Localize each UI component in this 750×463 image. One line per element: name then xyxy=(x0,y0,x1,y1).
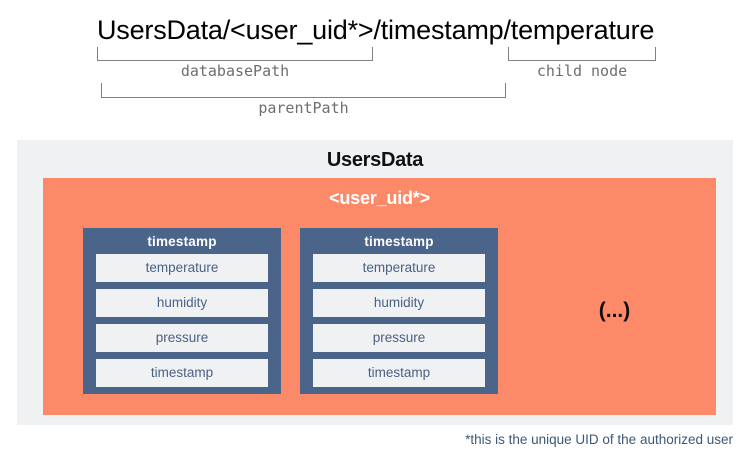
timestamp-node-column: timestamp temperature humidity pressure … xyxy=(83,228,281,394)
child-node-label: child node xyxy=(536,62,628,80)
child-node-bracket xyxy=(508,47,656,61)
timestamp-node-column: timestamp temperature humidity pressure … xyxy=(300,228,498,394)
parent-path-label: parentPath xyxy=(258,99,349,117)
database-path-expression: UsersData/<user_uid*>/timestamp/temperat… xyxy=(97,13,657,47)
field-humidity: humidity xyxy=(313,289,485,317)
users-data-root-panel: UsersData <user_uid*> timestamp temperat… xyxy=(17,140,733,425)
timestamp-node-header: timestamp xyxy=(364,234,434,249)
database-path-label: databasePath xyxy=(180,62,290,80)
path-segment-child: /temperature xyxy=(503,15,655,45)
more-nodes-ellipsis: (...) xyxy=(598,299,631,322)
field-temperature: temperature xyxy=(313,254,485,282)
path-segment-timestamp: /timestamp xyxy=(373,15,504,45)
path-segment-database: UsersData/<user_uid*> xyxy=(97,15,374,45)
user-uid-node-title: <user_uid*> xyxy=(329,188,430,208)
timestamp-node-header: timestamp xyxy=(147,234,217,249)
field-pressure: pressure xyxy=(96,324,268,352)
field-timestamp: timestamp xyxy=(313,359,485,387)
user-uid-node-panel: <user_uid*> timestamp temperature humidi… xyxy=(43,178,716,415)
parent-path-bracket xyxy=(101,83,506,98)
field-humidity: humidity xyxy=(96,289,268,317)
database-path-bracket xyxy=(97,47,373,61)
field-pressure: pressure xyxy=(313,324,485,352)
field-timestamp: timestamp xyxy=(96,359,268,387)
field-temperature: temperature xyxy=(96,254,268,282)
root-node-title: UsersData xyxy=(326,149,424,171)
footnote-text: *this is the unique UID of the authorize… xyxy=(465,432,733,447)
